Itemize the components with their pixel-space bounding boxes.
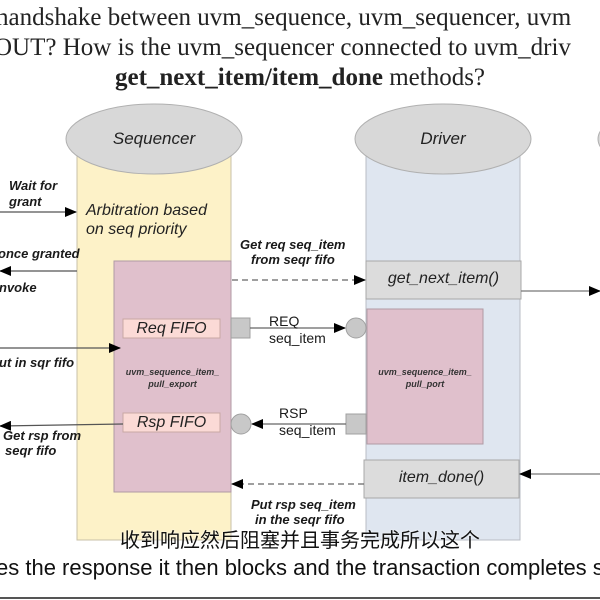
rsp-port-square: [345, 413, 367, 435]
sequencer-header-label: Sequencer: [112, 129, 196, 148]
driver-port-box: [366, 308, 484, 445]
get-rsp-arrow: [0, 420, 124, 431]
rsp-fifo-label: Rsp FIFO: [136, 414, 207, 431]
req-label: REQ: [269, 313, 300, 329]
get-next-item-box: [365, 260, 522, 300]
pull-export-label-line2: pull_export: [148, 379, 197, 389]
title-line-3: get_next_item/item_done methods?: [0, 64, 600, 92]
put-in-sqr-fifo-label: ut in sqr fifo: [0, 355, 75, 370]
put-rsp-label-2: in the seqr fifo: [255, 512, 345, 527]
put-rsp-label-1: Put rsp seq_item: [251, 497, 356, 512]
pull-port-label: uvm_sequence_item_ pull_port: [367, 366, 483, 390]
title-line-2: OUT? How is the uvm_sequencer connected …: [0, 34, 571, 61]
seqr-fifo-label: seqr fifo: [5, 443, 57, 458]
pull-export-label: uvm_sequence_item_ pull_export: [114, 366, 231, 390]
title-methods-rest: methods?: [382, 64, 486, 91]
req-export-square: [230, 317, 251, 339]
subtitle-chinese: 收到响应然后阻塞并且事务完成所以这个: [120, 530, 480, 552]
driver-header-label: Driver: [420, 129, 466, 148]
pull-port-label-line1: uvm_sequence_item_: [378, 367, 472, 377]
req-seq-item-label: seq_item: [269, 330, 326, 346]
rsp-export-circle: [230, 413, 252, 435]
once-granted-label: once granted: [0, 246, 80, 261]
title-line-1: handshake between uvm_sequence, uvm_sequ…: [0, 4, 572, 31]
get-next-item-label: get_next_item(): [387, 270, 500, 287]
rsp-seq-item-label: seq_item: [279, 422, 336, 438]
item-done-label: item_done(): [398, 469, 485, 486]
get-req-label-1: Get req seq_item: [240, 237, 346, 252]
wait-for-label: Wait for: [9, 178, 58, 193]
rsp-label: RSP: [279, 405, 308, 421]
driver-header-ellipse: [354, 103, 532, 175]
invoke-label: nvoke: [0, 280, 37, 295]
arbitration-label: Arbitration based on seq priority: [86, 202, 207, 238]
title-methods-bold: get_next_item/item_done: [114, 64, 383, 91]
item-done-box: [363, 459, 520, 499]
pull-port-label-line2: pull_port: [405, 379, 445, 389]
req-port-circle: [345, 317, 367, 339]
sequencer-header-ellipse: [65, 103, 243, 175]
subtitle-english: es the response it then blocks and the t…: [0, 555, 600, 580]
req-fifo-label: Req FIFO: [136, 320, 207, 337]
get-rsp-from-label: Get rsp from: [3, 428, 82, 443]
rsp-fifo-box: [122, 412, 221, 433]
req-fifo-box: [122, 318, 221, 339]
sequencer-export-box: [113, 260, 232, 493]
pull-export-label-line1: uvm_sequence_item_: [125, 367, 220, 377]
bottom-divider: [0, 597, 600, 599]
get-req-label-2: from seqr fifo: [251, 252, 335, 267]
grant-label: grant: [9, 194, 42, 209]
